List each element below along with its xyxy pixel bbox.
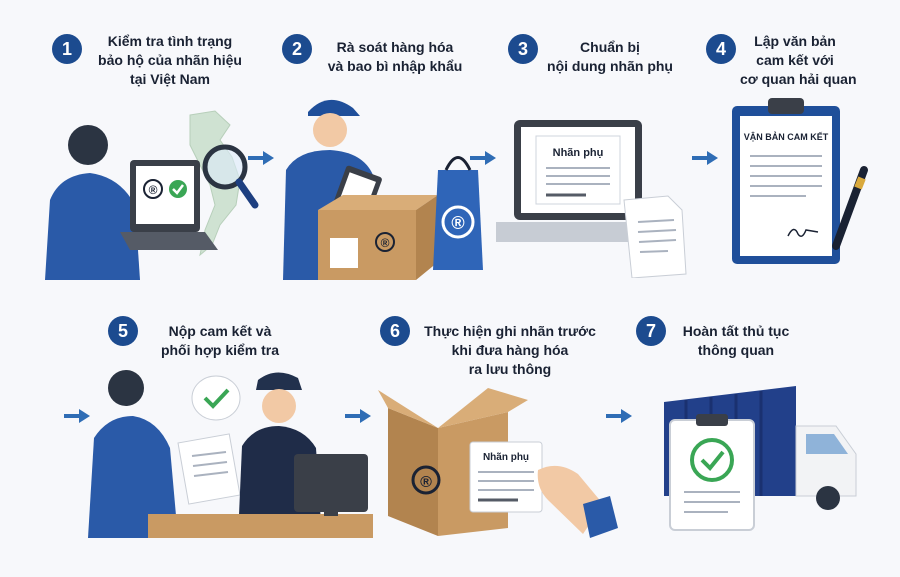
step-1-number: 1: [52, 34, 82, 64]
svg-text:®: ®: [381, 236, 390, 250]
trademark-icon: [441, 205, 475, 239]
laptop-keyboard: [120, 232, 218, 250]
step-2-number: 2: [282, 34, 312, 64]
step-3-number: 3: [508, 34, 538, 64]
speech-bubble: [191, 375, 241, 421]
step-6-title: Thực hiện ghi nhãn trước khi đưa hàng hó…: [424, 323, 596, 377]
trademark-icon: [375, 232, 395, 252]
wheel: [816, 486, 840, 510]
box-label: [330, 238, 358, 268]
trademark-icon: [411, 465, 441, 495]
officer-head: [262, 389, 296, 423]
monitor: [294, 454, 368, 512]
step-4-title: Lập văn bản cam kết với cơ quan hải quan: [740, 33, 857, 87]
arrow-icon: [692, 151, 718, 165]
step-3-title: Chuẩn bị nội dung nhãn phụ: [547, 39, 673, 74]
step-1-title: Kiểm tra tình trạng bảo hộ của nhãn hiệu…: [98, 33, 242, 87]
clipboard-title-text: VẬN BẢN CAM KẾT: [744, 131, 829, 142]
arrow-icon: [606, 409, 632, 423]
step-1-illustration: ®: [45, 110, 259, 280]
laptop-screen: [136, 166, 194, 224]
step-5-illustration: [88, 370, 373, 538]
worker-head: [313, 113, 347, 147]
step-5-title: Nộp cam kết và phối hợp kiểm tra: [160, 323, 280, 358]
svg-text:®: ®: [149, 183, 158, 197]
shopping-bag: [433, 170, 483, 270]
step-7-illustration: [664, 386, 857, 531]
cap: [308, 99, 360, 116]
person-head: [108, 370, 144, 406]
step-5-number: 5: [108, 316, 138, 346]
label-doc: [535, 135, 621, 205]
clipboard-clip: [768, 98, 804, 114]
officer-cap: [256, 372, 302, 390]
check-icon: [690, 438, 734, 482]
check-icon: [203, 388, 230, 409]
step-2-illustration: ® ®: [283, 99, 483, 280]
check-icon: [169, 180, 187, 198]
step-6-number: 6: [380, 316, 410, 346]
step-4-illustration: VẬN BẢN CAM KẾT: [732, 98, 868, 264]
step-3-illustration: Nhãn phụ: [496, 120, 687, 278]
sleeve: [583, 496, 618, 538]
signature: [787, 228, 819, 237]
person-body: [88, 416, 178, 538]
magnifier-icon: [202, 144, 248, 190]
desk: [148, 514, 373, 538]
step-2-title: Rà soát hàng hóa và bao bì nhập khẩu: [327, 39, 463, 74]
laptop-base: [496, 222, 666, 242]
svg-text:®: ®: [451, 213, 464, 233]
paper-doc: [623, 195, 687, 278]
open-box: [388, 408, 438, 536]
person-head: [68, 125, 108, 165]
step-4-number: 4: [706, 34, 736, 64]
step-6-illustration: ® Nhãn phụ: [378, 388, 618, 538]
arrow-icon: [345, 409, 371, 423]
laptop-label-text: Nhãn phụ: [553, 147, 604, 159]
arrow-icon: [248, 151, 274, 165]
step-7-number: 7: [636, 316, 666, 346]
document: [177, 433, 241, 505]
person-body: [45, 173, 140, 280]
box-label-text: Nhãn phụ: [483, 452, 529, 463]
arrow-icon: [470, 151, 496, 165]
svg-text:®: ®: [420, 474, 432, 491]
arrow-icon: [64, 409, 90, 423]
trademark-icon: [143, 179, 163, 199]
step-7-title: Hoàn tất thủ tục thông quan: [682, 323, 790, 358]
